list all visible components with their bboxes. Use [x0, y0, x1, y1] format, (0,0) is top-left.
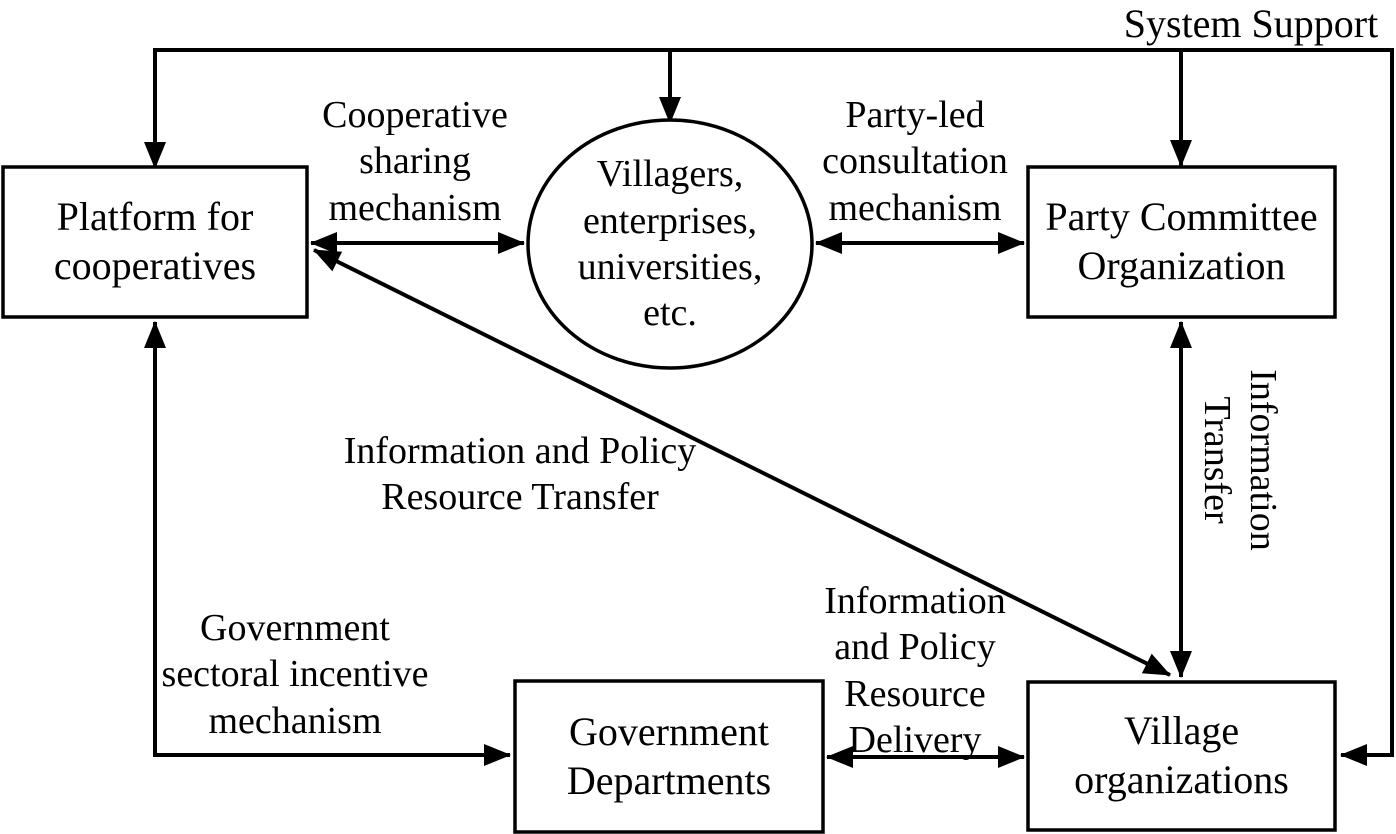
edge-label-info-policy-resource-transfer: Information and Policy Resource Transfer [343, 430, 697, 519]
edge-label-cooperative-sharing: Cooperative sharing mechanism [322, 94, 508, 229]
edge-label-information-transfer: Information Transfer [1196, 369, 1285, 551]
node-platform-box [1, 165, 309, 319]
node-label-party: Party Committee Organization [1045, 194, 1318, 288]
node-label-villagers: Villagers, enterprises, universities, et… [577, 153, 763, 335]
node-village-box [1026, 680, 1337, 832]
edge-info-policy-resource-transfer [313, 248, 1171, 677]
node-label-village: Village organizations [1074, 708, 1289, 802]
edge-label-info-policy-resource-delivery: Information and Policy Resource Delivery [824, 580, 1006, 762]
edge-system-support-loop [144, 48, 1394, 766]
edge-label-system-support: System Support [1123, 1, 1379, 46]
node-villagers-ellipse [526, 118, 814, 370]
node-party-box [1026, 165, 1337, 319]
node-label-platform: Platform for cooperatives [53, 194, 257, 288]
edge-label-party-led-consultation: Party-led consultation mechanism [822, 94, 1008, 229]
node-government-box [513, 679, 825, 834]
node-label-government: Government Departments [566, 708, 772, 803]
edge-label-government-sectoral-incentive: Government sectoral incentive mechanism [161, 607, 429, 742]
edge-government-sectoral-incentive [144, 321, 511, 766]
